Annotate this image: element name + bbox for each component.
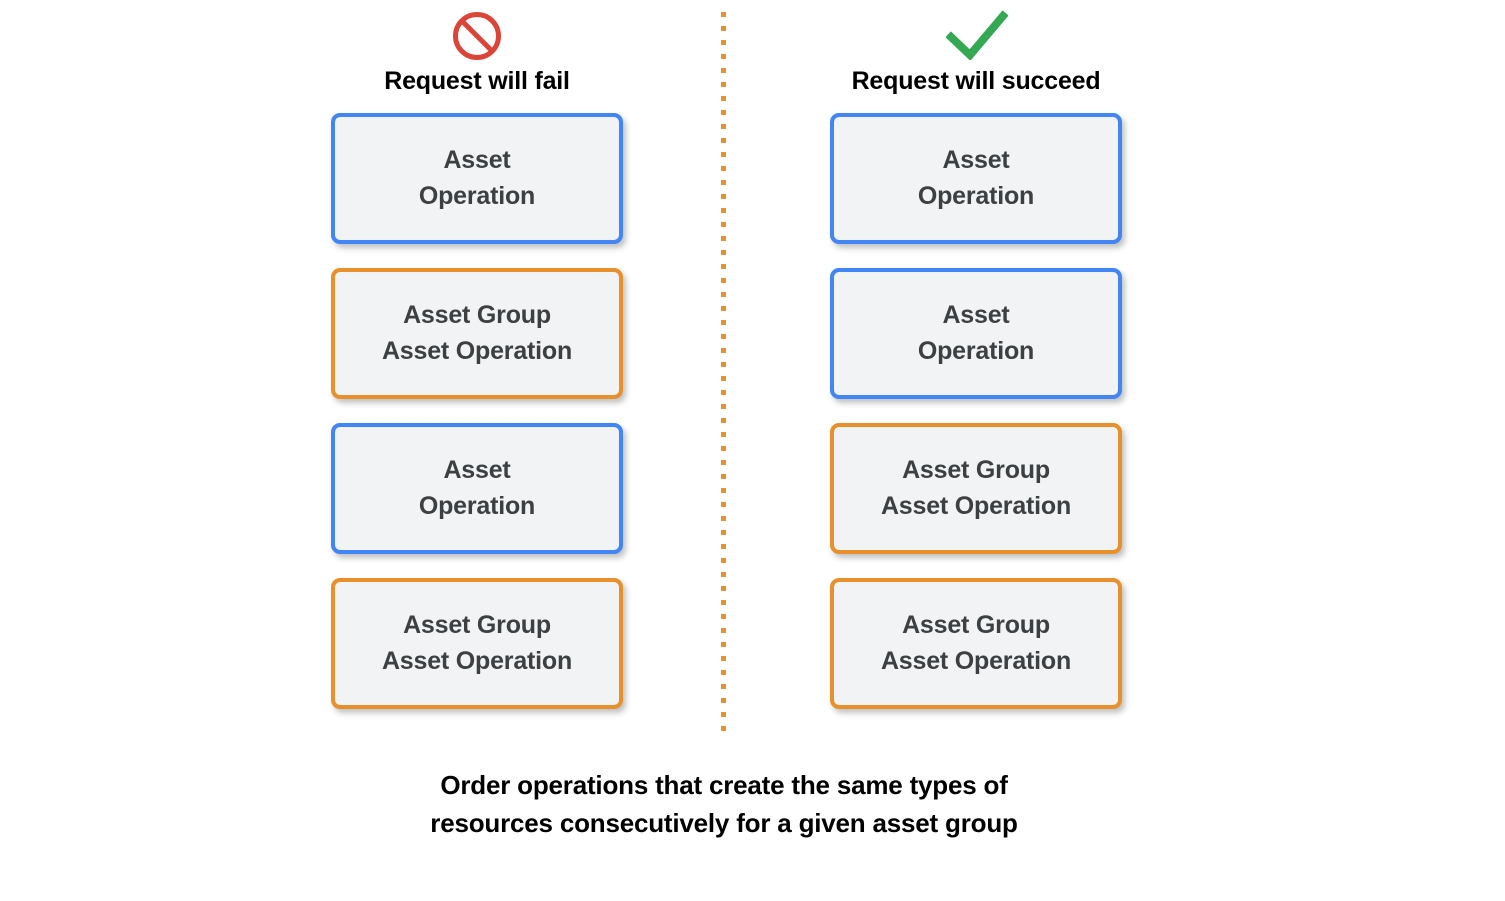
- column-title-fail: Request will fail: [384, 67, 570, 95]
- caption-line-2: resources consecutively for a given asse…: [430, 808, 1018, 839]
- check-icon: [946, 10, 1008, 64]
- column-divider: [721, 12, 726, 738]
- operation-box-label: Asset Group Asset Operation: [880, 611, 1072, 675]
- operation-box[interactable]: Asset Group Asset Operation: [830, 423, 1122, 554]
- operation-box-label: Asset Operation: [917, 301, 1035, 365]
- operation-box[interactable]: Asset Group Asset Operation: [830, 578, 1122, 709]
- operation-box-label: Asset Operation: [418, 146, 536, 210]
- diagram-caption: Order operations that create the same ty…: [0, 766, 1448, 843]
- operation-list-succeed: Asset Operation Asset Operation Asset Gr…: [830, 113, 1122, 733]
- operation-box-label: Asset Operation: [418, 456, 536, 520]
- column-header-succeed: Request will succeed: [790, 10, 1162, 96]
- column-header-fail: Request will fail: [291, 10, 663, 96]
- operation-box[interactable]: Asset Operation: [331, 113, 623, 244]
- operation-box[interactable]: Asset Operation: [830, 113, 1122, 244]
- operation-box-label: Asset Group Asset Operation: [880, 456, 1072, 520]
- caption-line-1: Order operations that create the same ty…: [440, 770, 1008, 800]
- operation-list-fail: Asset Operation Asset Group Asset Operat…: [331, 113, 623, 733]
- operation-box[interactable]: Asset Group Asset Operation: [331, 578, 623, 709]
- prohibition-icon: [447, 10, 507, 64]
- operation-box-label: Asset Group Asset Operation: [381, 611, 573, 675]
- operation-box[interactable]: Asset Operation: [830, 268, 1122, 399]
- operation-box[interactable]: Asset Group Asset Operation: [331, 268, 623, 399]
- operation-box-label: Asset Operation: [917, 146, 1035, 210]
- operation-box-label: Asset Group Asset Operation: [381, 301, 573, 365]
- operation-box[interactable]: Asset Operation: [331, 423, 623, 554]
- column-title-succeed: Request will succeed: [851, 67, 1101, 95]
